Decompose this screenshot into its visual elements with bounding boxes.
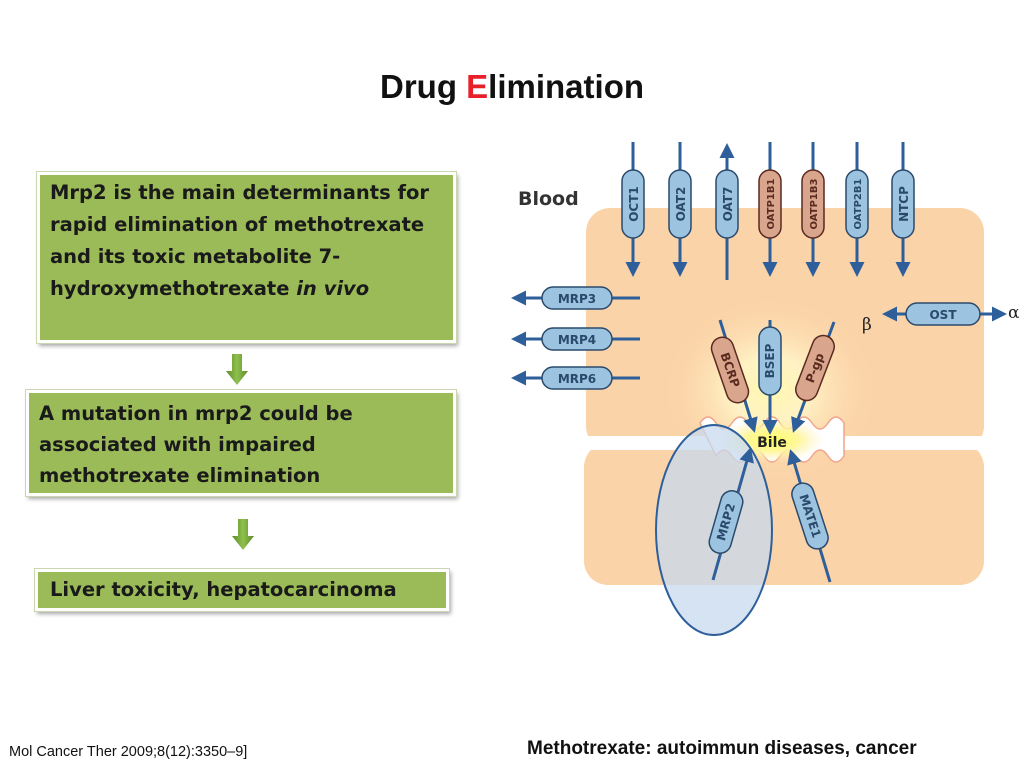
oatp2b1-label: OATP2B1 [853,179,864,230]
transporter-bsep [758,326,782,396]
beta-label: β [862,315,872,335]
ost-label: OST [929,308,957,322]
bsep-label: BSEP [763,343,777,378]
flow-box-text: A mutation in mrp2 could be associated w… [39,402,353,487]
flow-box-text: Mrp2 is the main determinants for rapid … [50,181,429,300]
transporter-mrp4 [541,327,613,351]
flow-box-text: Liver toxicity, hepatocarcinoma [50,578,397,601]
hepatocyte-transporter-diagram: Bile Blood OCT1 OAT2 OAT7 OATP1B1 OATP1B… [510,140,1024,636]
oatp1b1-label: OATP1B1 [766,179,777,230]
oat7-label: OAT7 [721,187,735,222]
blood-label: Blood [518,188,579,210]
transporter-oct1 [621,169,645,239]
down-arrow-icon [232,519,254,550]
slide-title: Drug Elimination [0,68,1024,106]
mrp4-label: MRP4 [558,333,596,347]
flow-box-mrp2-mutation: A mutation in mrp2 could be associated w… [26,390,456,496]
basolateral-efflux-transporters: MRP3 MRP4 MRP6 [511,286,640,390]
flow-box-mrp2-determinant: Mrp2 is the main determinants for rapid … [37,172,456,343]
title-text: Drug [379,68,467,105]
diagram-caption: Methotrexate: autoimmun diseases, cancer [527,738,917,759]
mrp6-label: MRP6 [558,372,596,386]
flow-box-liver-toxicity: Liver toxicity, hepatocarcinoma [35,569,449,611]
down-arrow-icon [226,354,248,385]
transporter-ntcp [891,169,915,239]
title-text-rest: limination [488,68,645,105]
title-accent-letter: E [466,68,489,105]
canalicular-transporters: BCRP BSEP P-gp [710,319,836,435]
transporter-mrp6 [541,366,613,390]
hepatocyte-cells [584,208,984,585]
transporter-mrp3 [541,286,613,310]
transporter-mrp2 [708,490,744,554]
transporter-pgp [795,334,835,402]
transporter-oatp2b1 [845,169,869,239]
ost-transporter: OST β α [862,302,1020,335]
alpha-label: α [1008,303,1020,323]
flow-box-emphasis: in vivo [296,277,370,300]
citation: Mol Cancer Ther 2009;8(12):3350–9] [9,744,248,760]
transporter-ost [905,302,981,326]
transporter-oatp1b3 [801,169,825,239]
transporter-bcrp [710,336,750,404]
mrp2-mate1-transporters: MRP2 MATE1 [708,447,832,583]
oat2-label: OAT2 [674,187,688,222]
mrp3-label: MRP3 [558,292,596,306]
transporter-mate1 [791,482,829,550]
oct1-label: OCT1 [627,186,641,222]
transporter-oat2 [668,169,692,239]
bile-label: Bile [757,435,787,451]
uptake-transporters: OCT1 OAT2 OAT7 OATP1B1 OATP1B3 OATP2B1 N… [621,142,915,280]
ntcp-label: NTCP [897,186,911,222]
transporter-oatp1b1 [758,169,782,239]
oatp1b3-label: OATP1B3 [809,179,820,230]
transporter-oat7 [715,169,739,239]
